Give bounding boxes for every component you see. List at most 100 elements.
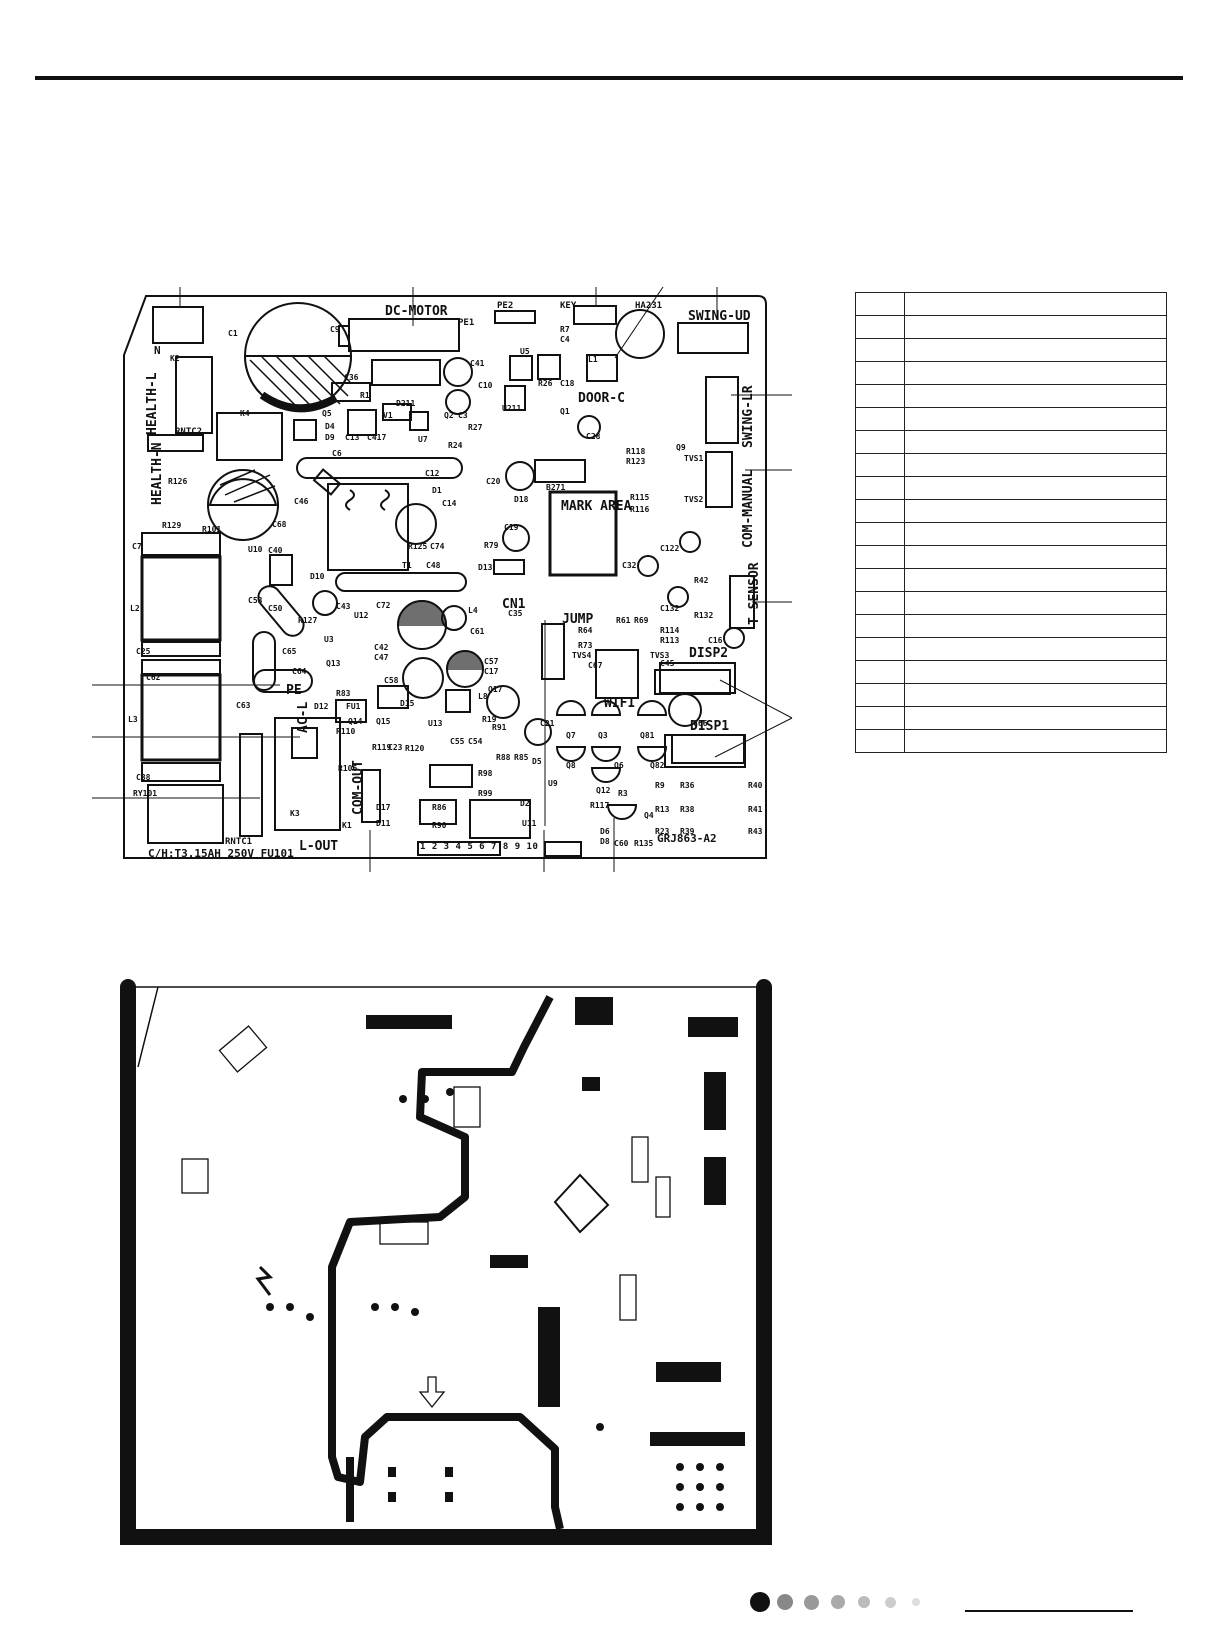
- label-door-c: DOOR-C: [578, 391, 625, 406]
- component-label: C53: [248, 596, 263, 605]
- component-label: C61: [470, 627, 485, 636]
- label-mark-area: MARK AREA: [561, 499, 632, 514]
- legend-number-cell: [855, 568, 905, 592]
- component-label: Q81: [640, 731, 655, 740]
- component-label: R9: [655, 781, 665, 790]
- component-label: R39: [680, 827, 695, 836]
- label-rntc2: RNTC2: [175, 427, 203, 437]
- component-label: L2: [130, 604, 140, 613]
- component-label: R42: [694, 576, 709, 585]
- legend-description-cell: [904, 706, 1167, 730]
- legend-row: [855, 545, 1167, 569]
- label-n: N: [154, 344, 161, 357]
- legend-number-cell: [855, 499, 905, 523]
- label-swing-lr: SWING-LR: [741, 385, 756, 448]
- component-label: C48: [426, 561, 441, 570]
- legend-row: [855, 453, 1167, 477]
- component-label: TVS1: [684, 454, 704, 463]
- component-label: R3: [618, 789, 628, 798]
- component-label: Q17: [488, 685, 503, 694]
- legend-number-cell: [855, 591, 905, 615]
- component-label: C14: [442, 499, 457, 508]
- legend-row: [855, 637, 1167, 661]
- component-label: C36: [344, 373, 359, 382]
- legend-number-cell: [855, 637, 905, 661]
- legend-number-cell: [855, 614, 905, 638]
- component-label: C63: [236, 701, 251, 710]
- component-label: D4: [325, 422, 335, 431]
- component-label: D211: [396, 399, 416, 408]
- label-health-n: HEALTH-N: [150, 442, 165, 505]
- component-label: C10: [478, 381, 493, 390]
- component-label: R64: [578, 626, 593, 635]
- component-label: U3: [324, 635, 334, 644]
- legend-row: [855, 407, 1167, 431]
- component-label: R110: [336, 727, 356, 736]
- label-model: GRJ863-A2: [657, 832, 717, 845]
- label-swing-ud: SWING-UD: [688, 309, 751, 324]
- component-label: D8: [600, 837, 610, 846]
- label-dc-motor: DC-MOTOR: [385, 304, 448, 319]
- component-label: U7: [418, 435, 428, 444]
- legend-description-cell: [904, 522, 1167, 546]
- legend-number-cell: [855, 407, 905, 431]
- component-label: Q5: [322, 409, 332, 418]
- component-label: R13: [655, 805, 670, 814]
- component-label: R61: [616, 616, 631, 625]
- legend-number-cell: [855, 315, 905, 339]
- label-pe: PE: [286, 683, 302, 698]
- component-label: R43: [748, 827, 763, 836]
- legend-row: [855, 683, 1167, 707]
- component-label: R114: [660, 626, 680, 635]
- component-label: D10: [310, 572, 325, 581]
- component-label: Q1: [560, 407, 570, 416]
- label-ac-l: AC-L: [296, 701, 311, 733]
- component-label: C54: [468, 737, 483, 746]
- component-label: R26: [538, 379, 553, 388]
- label-pe1: PE1: [458, 318, 475, 328]
- component-label: R129: [162, 521, 182, 530]
- legend-description-cell: [904, 591, 1167, 615]
- legend-number-cell: [855, 384, 905, 408]
- legend-description-cell: [904, 683, 1167, 707]
- component-label: R85: [514, 753, 529, 762]
- component-label: TVS4: [572, 651, 592, 660]
- component-label: C72: [376, 601, 391, 610]
- component-label: R99: [478, 789, 493, 798]
- component-label: C74: [430, 542, 445, 551]
- component-label: D1: [432, 486, 442, 495]
- legend-number-cell: [855, 292, 905, 316]
- legend-number-cell: [855, 476, 905, 500]
- legend-row: [855, 476, 1167, 500]
- component-label: R126: [168, 477, 188, 486]
- pin-numbers: 1 2 3 4 5 6 7 8 9 10: [420, 842, 539, 852]
- label-jump: JUMP: [562, 612, 594, 627]
- component-label: B271: [546, 483, 566, 492]
- legend-description-cell: [904, 729, 1167, 753]
- legend-number-cell: [855, 430, 905, 454]
- component-label: C68: [272, 520, 287, 529]
- legend-number-cell: [855, 706, 905, 730]
- legend-description-cell: [904, 338, 1167, 362]
- component-label: R7: [560, 325, 570, 334]
- component-label: R36: [680, 781, 695, 790]
- page-indicator: [750, 1590, 950, 1614]
- component-label: R101: [202, 525, 222, 534]
- component-label: K2: [170, 354, 180, 363]
- component-label: Q2: [444, 411, 454, 420]
- component-label: D18: [514, 495, 529, 504]
- page-dot: [912, 1598, 920, 1606]
- header-rule: [35, 76, 1183, 80]
- component-label: C65: [282, 647, 297, 656]
- component-label: C57: [484, 657, 499, 666]
- component-label: R19: [482, 715, 497, 724]
- component-label: R1: [360, 391, 370, 400]
- label-com-manual: COM-MANUAL: [741, 469, 756, 548]
- label-cn1: CN1: [502, 597, 526, 612]
- label-fuse: C/H:T3.15AH 250V FU101: [148, 847, 294, 860]
- component-label: Q9: [676, 443, 686, 452]
- legend-description-cell: [904, 476, 1167, 500]
- component-label: D12: [314, 702, 329, 711]
- legend-row: [855, 315, 1167, 339]
